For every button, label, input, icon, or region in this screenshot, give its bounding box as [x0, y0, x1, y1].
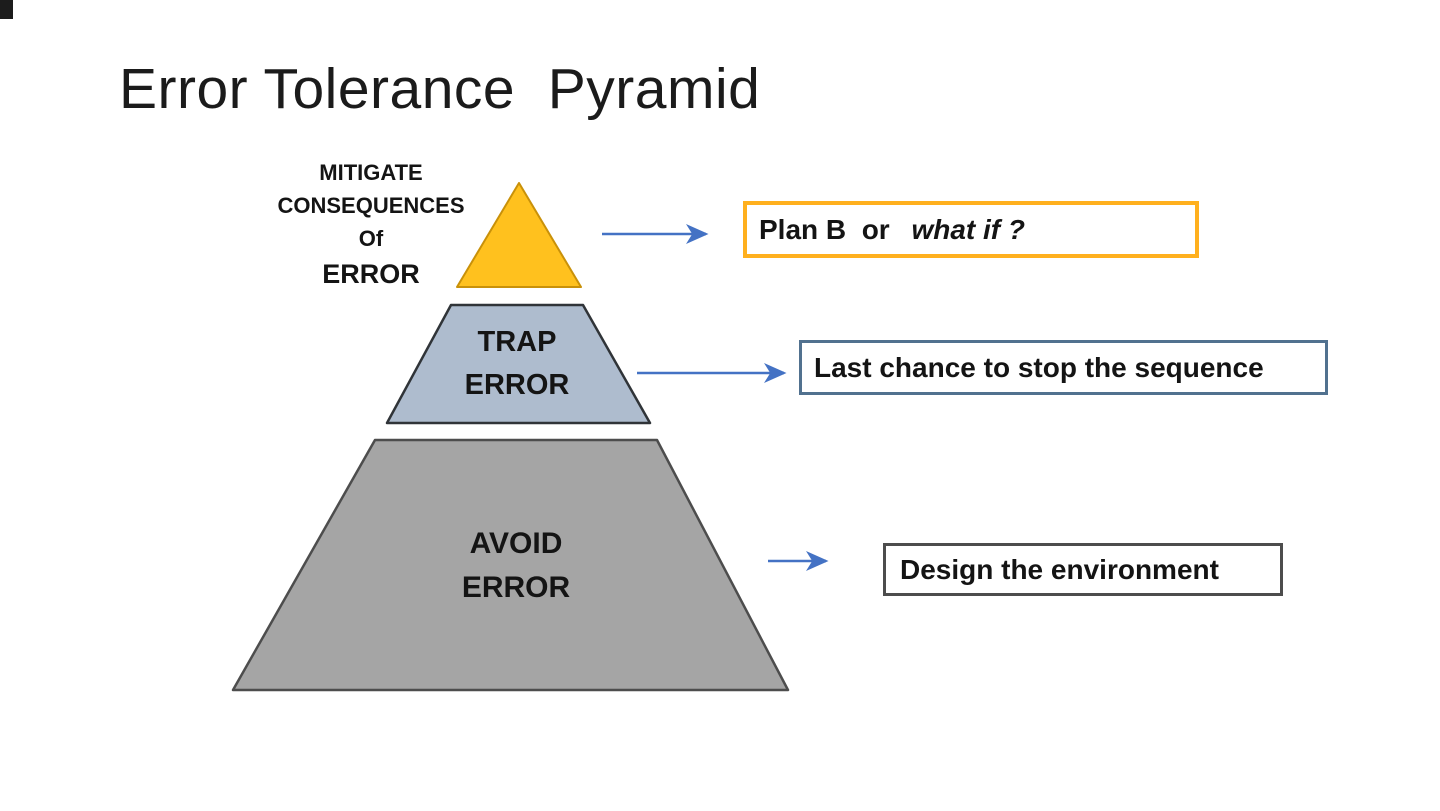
error-line: ERROR — [322, 259, 420, 289]
avoid-line1: AVOID — [469, 527, 563, 560]
mitigate-line: MITIGATE — [319, 160, 423, 185]
avoid-callout-box: Design the environment — [883, 543, 1283, 596]
avoid-line2: ERROR — [461, 571, 571, 604]
consequences-line: CONSEQUENCES — [277, 193, 465, 218]
pyramid-top-triangle — [456, 182, 582, 288]
what-if-text: what if ? — [911, 213, 1026, 245]
trap-callout-text: Last chance to stop the sequence — [814, 351, 1264, 383]
pyramid-bottom-trapezoid — [231, 438, 790, 692]
of-line: Of — [358, 226, 384, 251]
plan-b-callout-box: Plan B or what if ? — [743, 201, 1199, 258]
page-title: Error Tolerance Pyramid — [119, 57, 761, 121]
avoid-error-label: AVOID ERROR — [366, 522, 666, 610]
mitigate-consequences-label: MITIGATE CONSEQUENCES Of ERROR — [263, 156, 479, 293]
trap-error-label: TRAP ERROR — [417, 321, 617, 407]
corner-artifact — [0, 0, 13, 19]
trap-line1: TRAP — [477, 326, 557, 358]
plan-b-text: Plan B or — [759, 213, 898, 245]
avoid-callout-text: Design the environment — [900, 553, 1219, 585]
trap-line2: ERROR — [464, 369, 570, 401]
trap-callout-box: Last chance to stop the sequence — [799, 340, 1328, 395]
pyramid-middle-trapezoid — [385, 303, 652, 425]
